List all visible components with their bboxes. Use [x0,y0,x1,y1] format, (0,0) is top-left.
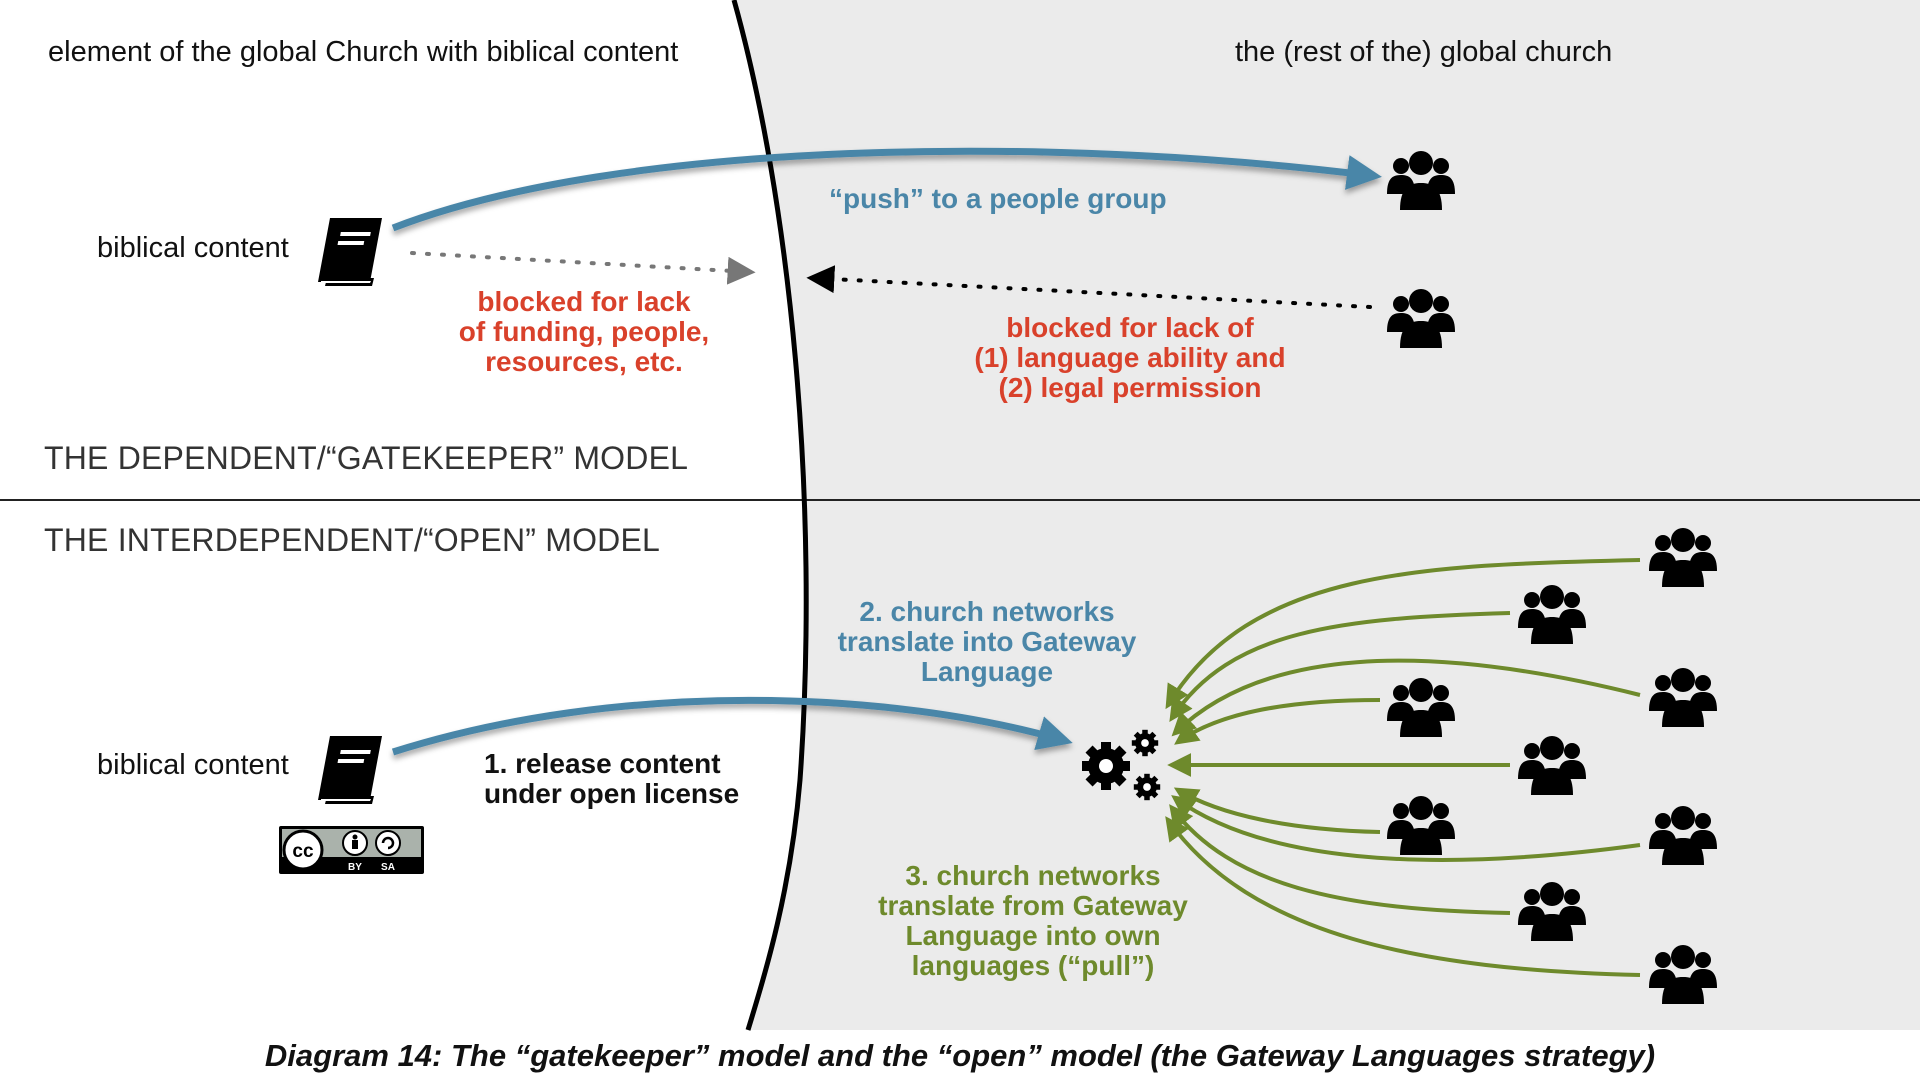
right-column-header: the (rest of the) global church [1235,36,1613,68]
pull-arrows [1165,558,1641,977]
creative-commons-icon: cc BY SA [279,826,424,874]
step3-line: 3. church networks [905,860,1161,891]
pull-arrow [1171,795,1641,862]
book-icon [318,218,382,286]
by-label: BY [348,862,362,873]
step1-note: 1. release content under open license [484,749,739,809]
blocked-left-line: blocked for lack [477,286,691,317]
step1-line: 1. release content [484,748,721,779]
blocked-left-line: of funding, people, [458,316,710,347]
bottom-model-title: THE INTERDEPENDENT/“OPEN” MODEL [44,522,661,558]
pull-arrow [1171,658,1641,737]
blocked-left-line: resources, etc. [485,346,683,377]
cc-mark: cc [292,841,314,862]
blocked-right-line: (2) legal permission [998,372,1262,403]
step2-line: translate into Gateway [837,626,1137,657]
step2-line: 2. church networks [859,596,1115,627]
release-arrow [391,696,1073,756]
pull-arrow [1174,698,1381,745]
diagram-caption: Diagram 14: The “gatekeeper” model and t… [264,1038,1656,1073]
pull-arrow [1169,611,1511,723]
top-source-label: biblical content [97,232,289,264]
top-model-title: THE DEPENDENT/“GATEKEEPER” MODEL [44,440,689,476]
step2-note: 2. church networks translate into Gatewa… [822,597,1152,687]
blocked-inward-arrow [806,265,1372,309]
blocked-right-line: (1) language ability and [974,342,1286,373]
step3-line: translate from Gateway [878,890,1188,921]
blocked-outward-arrow [410,251,756,285]
step3-note: 3. church networks translate from Gatewa… [858,861,1208,981]
pull-arrow [1165,558,1641,710]
blocked-left-note: blocked for lack of funding, people, res… [448,287,720,377]
bottom-source-label: biblical content [97,749,289,781]
step1-line: under open license [484,778,740,809]
boundary-curve [731,0,809,1031]
blocked-right-note: blocked for lack of (1) language ability… [952,313,1308,403]
blocked-right-line: blocked for lack of [1006,312,1254,343]
sa-label: SA [381,862,395,873]
pull-arrow [1165,816,1641,977]
step3-line: languages (“pull”) [911,950,1155,981]
left-column-header: element of the global Church with biblic… [48,36,679,68]
step2-line: Language [920,656,1054,687]
step3-line: Language into own [905,920,1161,951]
pull-arrow [1169,804,1511,915]
book-icon [318,736,382,804]
push-arrow [391,147,1382,232]
right-region-background [734,0,1920,1030]
sa-icon [375,830,401,856]
push-label: “push” to a people group [829,183,1167,214]
